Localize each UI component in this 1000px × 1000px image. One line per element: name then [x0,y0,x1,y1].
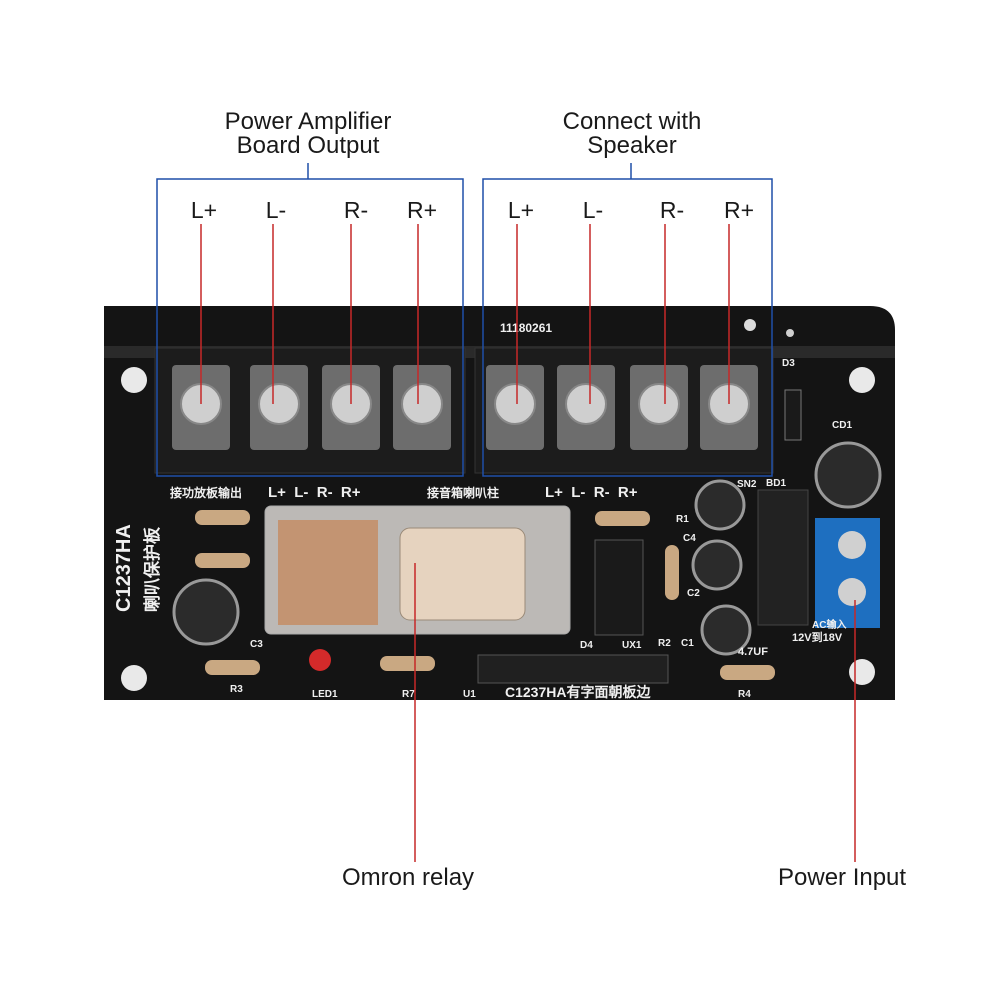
group-title-line: Board Output [236,132,380,159]
silk-power-text-1: AC输入 [812,618,846,631]
relay-contacts [278,520,378,625]
group-title-amplifier-output: Power Amplifier Board Output [158,110,458,158]
silk-output-label: 接音箱喇叭柱 [427,485,499,500]
terminal-leaders [200,224,730,404]
silk-ref: R4 [738,689,751,700]
silk-ref: R3 [230,684,243,695]
silk-ref: SN2 [737,479,757,490]
group-title-line: Connect with [562,108,702,135]
ic-u1 [477,654,669,684]
mount-hole [786,329,794,337]
silk-ref: C4 [683,533,696,544]
capacitor-cd1 [814,441,882,509]
bracket-speaker [482,178,773,477]
terminal-label-in-l-minus: L- [265,197,287,223]
transistor-ux1 [594,539,644,636]
power-screw [838,531,866,559]
callout-omron-relay: Omron relay [342,864,475,891]
capacitor-c3 [172,578,240,646]
bridge-rectifier-bd1 [757,489,809,626]
resistor [195,553,250,568]
resistor [205,660,260,675]
relay-coil [399,527,526,621]
silk-ref: U1 [463,689,476,700]
terminal-label-in-r-minus: R- [343,197,369,223]
silk-ref: UX1 [622,640,642,651]
resistor [595,511,650,526]
mount-hole [849,367,875,393]
bracket-amplifier-output [156,178,464,477]
silk-output-terms: L+ L- R- R+ [545,484,638,501]
terminal-label-out-l-minus: L- [582,197,604,223]
silk-ref: C2 [687,588,700,599]
silk-ref: R1 [676,514,689,525]
silk-input-label: 接功放板输出 [170,485,242,500]
callout-power-input: Power Input [778,864,907,891]
power-screw [838,578,866,606]
silk-serial: 11180261 [500,321,552,335]
resistor [720,665,775,680]
silk-ref: D4 [580,640,593,651]
mount-hole [121,665,147,691]
silk-model-cn: 喇叭保护板 [142,526,162,612]
terminal-label-out-r-plus: R+ [723,197,755,223]
silk-model: C1237HA [113,524,135,612]
capacitor-c2 [691,539,743,591]
group-title-speaker: Connect with Speaker [482,110,782,158]
terminal-screws-output [486,365,758,450]
terminal-label-out-l-plus: L+ [507,197,535,223]
silk-ref: D3 [782,358,795,369]
silk-ref: R2 [658,638,671,649]
led1 [309,649,331,671]
silk-bottom-text: C1237HA有字面朝板边 [505,684,651,700]
mount-hole [744,319,756,331]
silk-ref: C1 [681,638,694,649]
silk-ref: C3 [250,639,263,650]
terminal-label-out-r-minus: R- [659,197,685,223]
silk-ref: LED1 [312,689,338,700]
terminal-label-in-r-plus: R+ [406,197,438,223]
diode-d3 [784,389,802,441]
group-title-line: Power Amplifier [224,108,392,135]
silk-cap-label: 4.7UF [738,646,768,658]
capacitor-c4 [694,479,746,531]
resistor [380,656,435,671]
mount-hole [849,659,875,685]
capacitor-c1 [700,604,752,656]
resistor [665,545,679,600]
silk-ref: BD1 [766,478,786,489]
mount-hole [121,367,147,393]
resistor [195,510,250,525]
silk-input-terms: L+ L- R- R+ [268,484,361,501]
group-title-line: Speaker [587,132,677,159]
terminal-label-in-l-plus: L+ [190,197,218,223]
silk-ref: R7 [402,689,415,700]
silk-ref: CD1 [832,420,852,431]
silk-power-text-2: 12V到18V [792,630,843,644]
